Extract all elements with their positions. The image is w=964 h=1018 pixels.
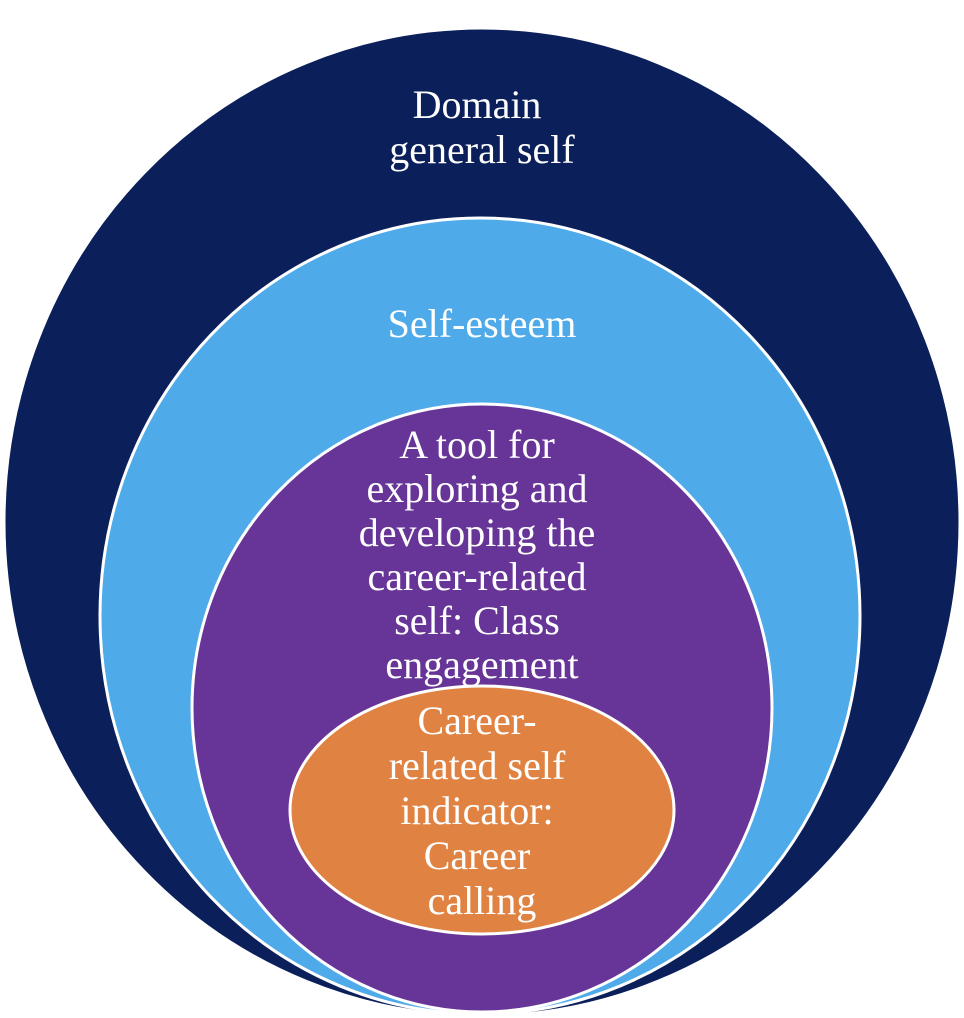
career-calling-line: Career — [424, 833, 531, 878]
domain-general-self-label: Domain general self — [389, 82, 575, 172]
class-engagement-line: engagement — [385, 642, 578, 687]
career-calling-line: Career- — [417, 698, 536, 743]
career-calling-line: calling — [428, 878, 537, 923]
class-engagement-line: developing the — [359, 510, 596, 555]
career-calling-line: indicator: — [400, 788, 553, 833]
domain-general-self-line: Domain — [413, 82, 542, 127]
class-engagement-line: self: Class — [394, 598, 560, 643]
self-esteem-line: Self-esteem — [388, 301, 577, 346]
career-calling-line: related self — [389, 743, 566, 788]
domain-general-self-line: general self — [389, 127, 575, 172]
class-engagement-line: exploring and — [366, 466, 587, 511]
career-calling-circle — [288, 684, 676, 936]
class-engagement-line: A tool for — [399, 422, 555, 467]
self-esteem-label: Self-esteem — [388, 301, 577, 346]
class-engagement-line: career-related — [368, 554, 587, 599]
class-engagement-label: A tool for exploring and developing the … — [359, 422, 606, 687]
career-calling-label: Career- related self indicator: Career c… — [389, 698, 576, 923]
